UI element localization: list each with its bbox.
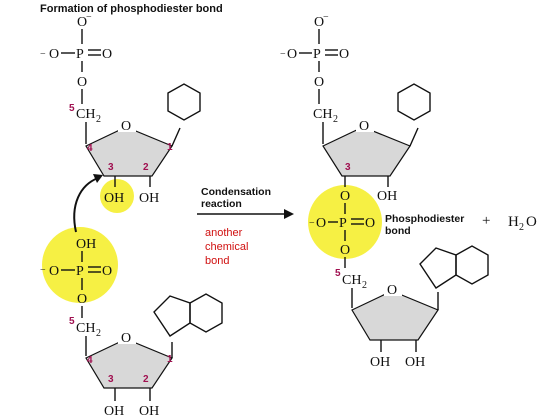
left-bottom-phosphate: OH − O P O O: [40, 237, 112, 318]
phosphate-o-bottom: O: [77, 292, 87, 307]
carbon-3-label: 3: [345, 162, 351, 173]
ch2-label: CH: [342, 273, 361, 288]
phosphodiester-link: O − O P O O: [309, 189, 375, 268]
phosphate-o-left: O: [49, 264, 59, 279]
ch2-label: CH: [76, 107, 95, 122]
attack-arrow-head: [93, 174, 103, 183]
reaction-label-line2: reaction: [201, 198, 242, 210]
water-h: H: [508, 214, 519, 230]
link-o-bottom: O: [340, 243, 350, 258]
ch2-subscript: 2: [362, 280, 367, 291]
minus-sign: −: [280, 49, 286, 60]
base-ring-six: [455, 245, 489, 285]
minus-sign: −: [40, 265, 46, 276]
phosphate-o-right: O: [102, 264, 112, 279]
oh-3prime: OH: [104, 191, 124, 206]
reaction-label-line1: Condensation: [201, 186, 271, 198]
ring-oxygen: O: [387, 283, 397, 298]
right-top-phosphate: O − − O P O O: [280, 12, 349, 104]
minus-sign: −: [323, 12, 329, 23]
left-bottom-sugar: 5 CH 2 O 4 3 2 1 OH OH: [69, 293, 223, 419]
sugar-ring: [351, 290, 439, 341]
base-ring-five: [153, 295, 191, 337]
carbon-1-label: 1: [167, 142, 173, 153]
sugar-ring: [85, 126, 173, 177]
red-note-line1: another: [205, 227, 243, 239]
left-oh-highlight: [100, 179, 134, 213]
ch2-subscript: 2: [96, 328, 101, 339]
bond-label-line1: Phosphodiester: [385, 213, 464, 225]
link-p: P: [339, 216, 347, 231]
link-o-left: O: [316, 216, 326, 231]
phosphate-o-right: O: [339, 47, 349, 62]
minus-sign: −: [86, 12, 92, 23]
sugar-ring: [322, 126, 411, 177]
diagram-title: Formation of phosphodiester bond: [40, 3, 223, 15]
phosphate-p: P: [76, 264, 84, 279]
oh-2prime: OH: [139, 404, 159, 419]
ring-oxygen: O: [121, 331, 131, 346]
left-phosphate-highlight: [42, 227, 118, 303]
ring-oxygen: O: [121, 119, 131, 134]
phosphate-o-bottom: O: [77, 75, 87, 90]
link-o-right: O: [365, 216, 375, 231]
base-ring: [167, 83, 201, 121]
carbon-3-label: 3: [108, 162, 114, 173]
right-top-sugar: CH 2 O 3 OH: [313, 83, 431, 204]
carbon-5-label: 5: [69, 103, 75, 114]
carbon-5-label: 5: [69, 316, 75, 327]
red-note-line2: chemical: [205, 241, 248, 253]
phosphate-oh: OH: [76, 237, 96, 252]
ch2-label: CH: [76, 321, 95, 336]
reaction-arrow-head: [284, 209, 294, 219]
carbon-4-label: 4: [87, 143, 93, 154]
ch2-subscript: 2: [333, 114, 338, 125]
oh-2prime: OH: [405, 355, 425, 370]
water-o: O: [526, 214, 537, 230]
phosphate-p: P: [76, 47, 84, 62]
carbon-2-label: 2: [143, 162, 149, 173]
base-ring-six: [189, 293, 223, 333]
link-o-top: O: [340, 189, 350, 204]
carbon-2-label: 2: [143, 374, 149, 385]
sugar-ring: [85, 338, 173, 389]
phosphate-p: P: [313, 47, 321, 62]
oh-3prime: OH: [104, 404, 124, 419]
oh-3prime: OH: [370, 355, 390, 370]
phosphodiester-highlight: [308, 185, 382, 259]
attack-arrow: [73, 177, 99, 233]
phosphate-o-bottom: O: [314, 75, 324, 90]
base-ring: [397, 83, 431, 121]
oh-2prime: OH: [377, 189, 397, 204]
left-top-sugar: 5 CH 2 O 4 3 2 1 OH OH: [69, 83, 201, 206]
minus-sign: −: [309, 218, 315, 229]
phosphate-o-top: O: [314, 15, 324, 30]
carbon-1-label: 1: [167, 354, 173, 365]
bond-label-line2: bond: [385, 225, 411, 237]
carbon-3-label: 3: [108, 374, 114, 385]
right-bottom-sugar: 5 CH 2 O OH OH: [335, 245, 489, 370]
ch2-label: CH: [313, 107, 332, 122]
minus-sign: −: [40, 49, 46, 60]
carbon-5-label: 5: [335, 268, 341, 279]
phosphate-o-left: O: [49, 47, 59, 62]
base-ring-five: [419, 247, 457, 289]
phosphate-o-left: O: [287, 47, 297, 62]
plus-sign: +: [482, 213, 490, 229]
ch2-subscript: 2: [96, 114, 101, 125]
carbon-4-label: 4: [87, 355, 93, 366]
phosphate-o-top: O: [77, 15, 87, 30]
phosphate-o-right: O: [102, 47, 112, 62]
ring-oxygen: O: [359, 119, 369, 134]
water-subscript: 2: [519, 222, 524, 233]
left-top-phosphate: O − − O P O O: [40, 12, 112, 104]
red-note-line3: bond: [205, 255, 229, 267]
oh-2prime: OH: [139, 191, 159, 206]
